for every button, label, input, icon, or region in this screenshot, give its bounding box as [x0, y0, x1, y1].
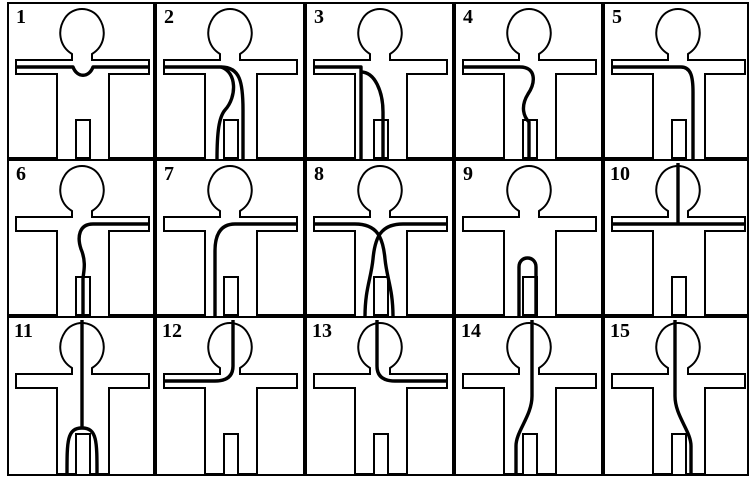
panel-15: 15	[603, 316, 749, 476]
panel-6: 6	[7, 159, 155, 316]
body-outline	[612, 323, 745, 474]
panel-number: 12	[162, 321, 182, 341]
pathway	[612, 163, 745, 224]
panel-number: 9	[463, 164, 473, 184]
panel-4: 4	[454, 2, 603, 159]
panel-13: 13	[305, 316, 454, 476]
panel-number: 6	[16, 164, 26, 184]
body-outline	[314, 9, 447, 159]
body-outline	[463, 166, 596, 316]
panel-12: 12	[155, 316, 305, 476]
panel-figure	[7, 159, 155, 316]
panel-1: 1	[7, 2, 155, 159]
panel-figure	[603, 2, 749, 159]
panel-number: 15	[610, 321, 630, 341]
panel-number: 13	[312, 321, 332, 341]
body-outline	[314, 323, 447, 474]
panel-number: 1	[16, 7, 26, 27]
panel-number: 4	[463, 7, 473, 27]
panel-figure	[305, 159, 454, 316]
panel-number: 14	[461, 321, 481, 341]
panel-10: 10	[603, 159, 749, 316]
body-outline	[164, 166, 297, 316]
panel-figure	[155, 2, 305, 159]
panel-number: 11	[14, 321, 33, 341]
panel-number: 8	[314, 164, 324, 184]
panel-7: 7	[155, 159, 305, 316]
body-outline	[16, 9, 149, 159]
panel-11: 11	[7, 316, 155, 476]
panel-figure	[454, 159, 603, 316]
body-outline	[164, 9, 297, 159]
panel-number: 10	[610, 164, 630, 184]
body-outline	[164, 323, 297, 474]
panel-8: 8	[305, 159, 454, 316]
pathway-line	[314, 67, 361, 159]
panel-5: 5	[603, 2, 749, 159]
panel-number: 7	[164, 164, 174, 184]
panel-9: 9	[454, 159, 603, 316]
panel-figure	[7, 2, 155, 159]
panel-figure	[155, 159, 305, 316]
panel-figure	[454, 2, 603, 159]
panel-number: 3	[314, 7, 324, 27]
panel-figure	[305, 2, 454, 159]
panel-14: 14	[454, 316, 603, 476]
panel-3: 3	[305, 2, 454, 159]
panel-number: 5	[612, 7, 622, 27]
panel-number: 2	[164, 7, 174, 27]
body-outline	[463, 323, 596, 474]
body-outline	[612, 9, 745, 159]
panel-2: 2	[155, 2, 305, 159]
